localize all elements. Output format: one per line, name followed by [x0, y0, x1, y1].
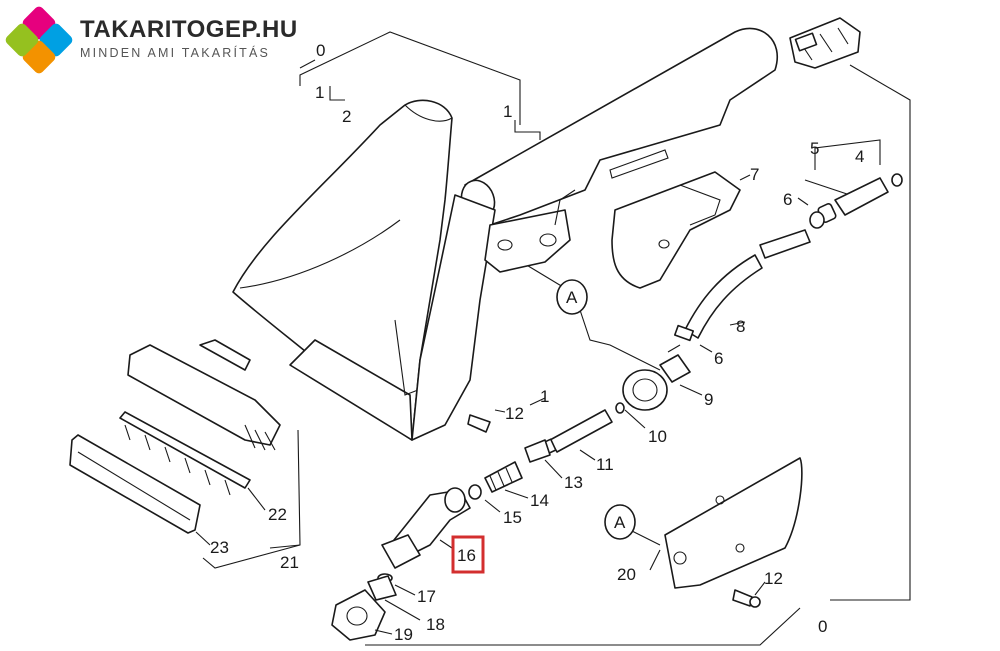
callout-labels: 0 1 2 1 5 4 7 6 8 6 9 1 12 10 11 13 14 1… — [210, 41, 864, 644]
callout-20[interactable]: 20 — [617, 565, 636, 584]
part-suction-nozzle — [232, 99, 453, 441]
brand-tagline: MINDEN AMI TAKARÍTÁS — [80, 45, 270, 60]
detail-marker-a-top: A — [556, 279, 588, 315]
part-main-housing — [411, 27, 778, 441]
callout-8[interactable]: 8 — [736, 317, 745, 336]
part-coupling — [809, 173, 903, 229]
detail-marker-a-bottom: A — [604, 504, 636, 540]
callout-23[interactable]: 23 — [210, 538, 229, 557]
part-brush-attachment — [69, 339, 281, 534]
leader-lines — [195, 174, 809, 635]
part-cover-plate — [611, 171, 741, 289]
part-hose — [673, 229, 811, 342]
callout-0-low[interactable]: 0 — [818, 617, 827, 636]
callout-21[interactable]: 21 — [280, 553, 299, 572]
part-hose-clip — [789, 17, 861, 69]
callout-5[interactable]: 5 — [810, 139, 819, 158]
callout-10[interactable]: 10 — [648, 427, 667, 446]
part-side-plate — [664, 457, 803, 608]
callout-1-lower[interactable]: 1 — [540, 387, 549, 406]
part-valve — [622, 344, 691, 411]
detail-marker-label: A — [566, 288, 578, 307]
callout-2[interactable]: 2 — [342, 107, 351, 126]
callout-6-mid[interactable]: 6 — [714, 349, 723, 368]
callout-0-top[interactable]: 0 — [316, 41, 325, 60]
callout-1-mid[interactable]: 1 — [503, 102, 512, 121]
assembly-brackets — [202, 31, 911, 646]
callout-16-highlighted[interactable]: 16 — [457, 546, 476, 565]
callout-18[interactable]: 18 — [426, 615, 445, 634]
callout-17[interactable]: 17 — [417, 587, 436, 606]
detail-marker-label: A — [614, 513, 626, 532]
callout-7[interactable]: 7 — [750, 165, 759, 184]
part-elbow-fitting — [331, 487, 471, 641]
brand-logo[interactable]: TAKARITOGEP.HU MINDEN AMI TAKARÍTÁS — [4, 5, 298, 76]
callout-9[interactable]: 9 — [704, 390, 713, 409]
callout-6-top[interactable]: 6 — [783, 190, 792, 209]
callout-4[interactable]: 4 — [855, 147, 864, 166]
part-valve-internals — [467, 402, 625, 500]
callout-14[interactable]: 14 — [530, 491, 549, 510]
highlight-box — [451, 535, 485, 574]
callout-11[interactable]: 11 — [596, 455, 614, 474]
brand-name: TAKARITOGEP.HU — [80, 16, 298, 43]
callout-12-low[interactable]: 12 — [764, 569, 783, 588]
logo-mark-icon — [5, 6, 73, 74]
callout-1-left[interactable]: 1 — [315, 83, 324, 102]
callout-15[interactable]: 15 — [503, 508, 522, 527]
callout-19[interactable]: 19 — [394, 625, 413, 644]
callout-22[interactable]: 22 — [268, 505, 287, 524]
callout-12-mid[interactable]: 12 — [505, 404, 524, 423]
callout-13[interactable]: 13 — [564, 473, 583, 492]
